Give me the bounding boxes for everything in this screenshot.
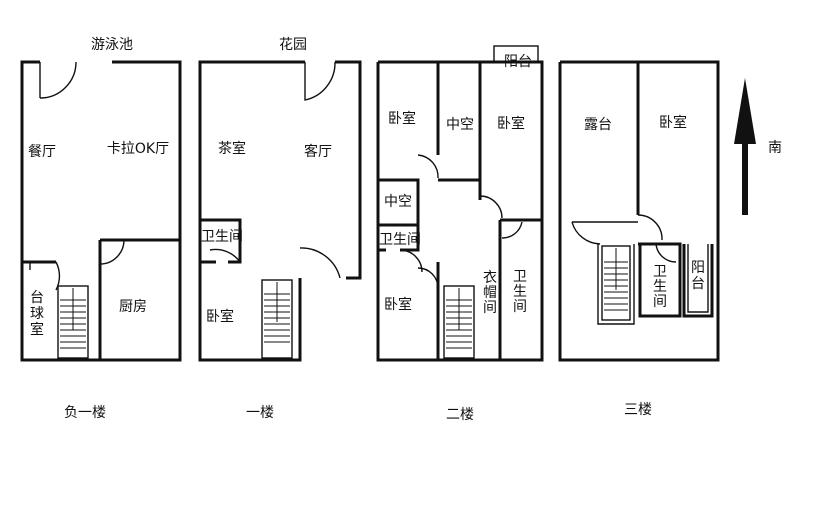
- first-bath-label: 卫生间: [201, 229, 243, 245]
- first-floor-plan: 茶室 客厅 卫生间 卧室 一楼: [198, 60, 362, 421]
- third-floor-label: 三楼: [624, 402, 652, 418]
- second-bedroom-ne-label: 卧室: [497, 115, 525, 132]
- second-bedroom-nw-label: 卧室: [388, 110, 416, 127]
- third-bath-label-3: 间: [653, 294, 667, 310]
- south-arrow: [734, 78, 756, 215]
- third-balcony-label-1: 阳: [691, 260, 705, 276]
- terrace-label: 露台: [584, 117, 612, 133]
- second-floor-stairs: [446, 288, 472, 349]
- living-room-label: 客厅: [304, 143, 332, 160]
- billiard-label-2: 球: [30, 306, 44, 322]
- tea-room-label: 茶室: [218, 140, 246, 157]
- basement-stairs: [60, 288, 86, 349]
- second-floor-plan: 阳台 卧室 中空 卧室 中空 卫生间 卧室 衣 帽 间 卫 生 间 二楼: [376, 45, 544, 423]
- second-balcony-label: 阳台: [504, 54, 532, 70]
- first-bedroom-label: 卧室: [206, 308, 234, 325]
- karaoke-room-label: 卡拉OK厅: [107, 141, 169, 157]
- cloakroom-label-3: 间: [483, 300, 497, 316]
- second-bedroom-sw-label: 卧室: [384, 296, 412, 313]
- second-floor-label: 二楼: [446, 407, 474, 423]
- second-void-top-label: 中空: [446, 117, 474, 133]
- second-bath-e-label-1: 卫: [513, 269, 527, 285]
- basement-floor-plan: 餐厅 卡拉OK厅 台 球 室 厨房 负一楼: [20, 60, 182, 421]
- pool-label: 游泳池: [91, 37, 133, 53]
- third-bath-label-1: 卫: [653, 264, 667, 280]
- south-label: 南: [768, 140, 782, 156]
- second-bath-e-label-3: 间: [513, 299, 527, 315]
- first-floor-label: 一楼: [246, 405, 274, 421]
- second-bath-e-label-2: 生: [513, 284, 527, 300]
- cloakroom-label-2: 帽: [483, 285, 497, 301]
- third-bath-label-2: 生: [653, 279, 667, 295]
- cloakroom-label-1: 衣: [483, 270, 497, 286]
- billiard-label-3: 室: [30, 321, 44, 338]
- basement-floor-label: 负一楼: [64, 405, 106, 421]
- garden-label: 花园: [279, 37, 307, 53]
- third-balcony-label-2: 台: [691, 276, 705, 292]
- arrow-head-icon: [734, 78, 756, 144]
- arrow-shaft: [742, 120, 748, 215]
- third-floor-plan: 露台 卧室 卫 生 间 阳 台 三楼: [558, 60, 720, 418]
- first-floor-stairs: [264, 282, 290, 343]
- second-void-mid-label: 中空: [384, 194, 412, 210]
- billiard-label-1: 台: [30, 290, 44, 306]
- dining-room-label: 餐厅: [28, 144, 56, 160]
- third-floor-stairs: [604, 248, 628, 311]
- kitchen-label: 厨房: [119, 299, 147, 315]
- second-bath-w-label: 卫生间: [379, 232, 421, 248]
- third-bedroom-label: 卧室: [659, 114, 687, 131]
